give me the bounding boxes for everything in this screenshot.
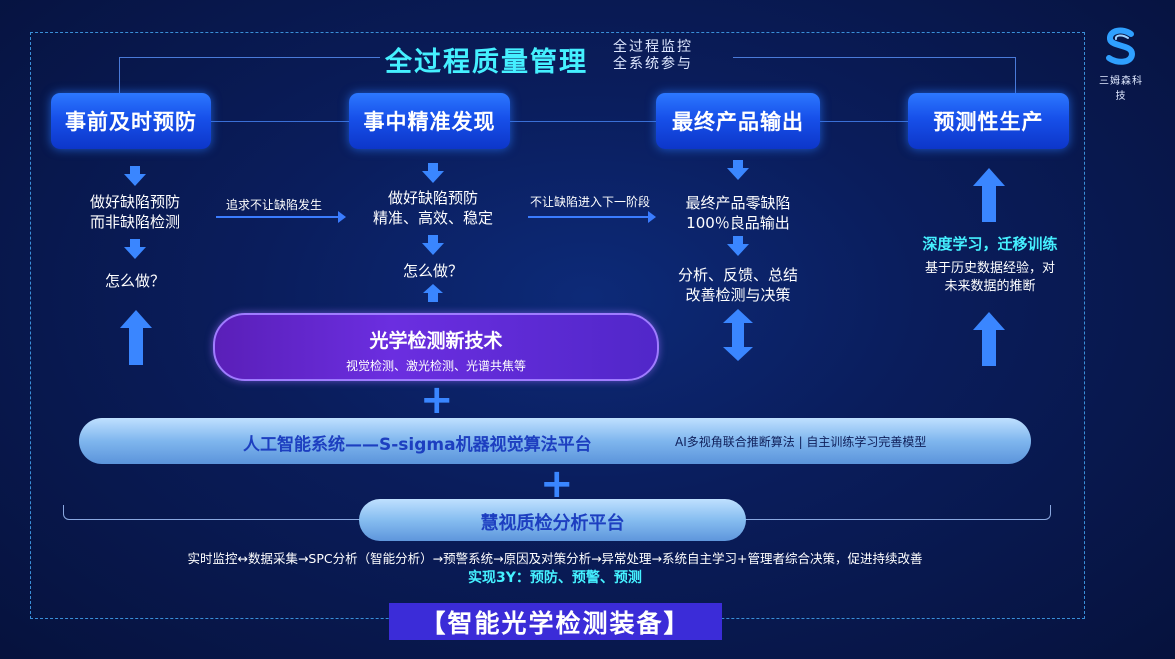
subtitle-line-1: 全过程监控 (613, 39, 693, 55)
down-arrow-icon (727, 160, 749, 180)
stage-predictive-label: 预测性生产 (933, 110, 1044, 134)
flow-text: 实时监控↔数据采集→SPC分析（智能分析）→预警系统→原因及对策分析→异常处理→… (187, 551, 923, 566)
col3-text-top: 最终产品零缺陷 100％良品输出 (653, 193, 823, 233)
right-arrow-icon (216, 211, 346, 223)
ai-subtitle: AI多视角联合推断算法 | 自主训练学习完善模型 (675, 435, 927, 449)
col4-highlight: 深度学习，迁移训练 (922, 235, 1058, 253)
down-arrow-icon (422, 163, 444, 183)
logo-s-icon (1106, 27, 1136, 65)
stage-connector-line (200, 121, 920, 122)
col4-text: 基于历史数据经验，对 未来数据的推断 (895, 260, 1085, 296)
up-arrow-icon (973, 312, 1005, 366)
bottom-banner: 【智能光学检测装备】 (389, 603, 722, 640)
quality-platform-pill: 慧视质检分析平台 (359, 499, 746, 541)
up-arrow-icon (973, 168, 1005, 222)
col3-text-bottom: 分析、反馈、总结 改善检测与决策 (653, 265, 823, 305)
subtitle-line-2: 全系统参与 (613, 56, 693, 72)
tech-subtitle: 视觉检测、激光检测、光谱共焦等 (345, 359, 526, 373)
ai-title: 人工智能系统——S-sigma机器视觉算法平台 (243, 435, 592, 455)
up-arrow-icon (423, 284, 443, 302)
company-logo: 三姆森科技 (1096, 26, 1146, 102)
col2-text: 做好缺陷预防 精准、高效、稳定 (353, 188, 513, 228)
down-arrow-icon (124, 239, 146, 259)
col1-how: 怎么做？ (104, 272, 165, 290)
stage-detection: 事中精准发现 (349, 93, 510, 149)
col1-text: 做好缺陷预防 而非缺陷检测 (60, 192, 210, 232)
double-arrow-icon (723, 309, 753, 361)
col1-line2: 而非缺陷检测 (89, 213, 180, 231)
optical-tech-pill: 光学检测新技术 视觉检测、激光检测、光谱共焦等 (213, 313, 659, 381)
down-arrow-icon (124, 166, 146, 186)
logo-text: 三姆森科技 (1099, 76, 1143, 102)
header-connector-right (733, 57, 1016, 94)
stage-predictive: 预测性生产 (908, 93, 1069, 149)
stage-detection-label: 事中精准发现 (363, 110, 496, 134)
col4-line2: 未来数据的推断 (944, 279, 1036, 294)
down-arrow-icon (727, 236, 749, 256)
title-subtitle: 全过程监控 全系统参与 (613, 39, 693, 73)
up-arrow-icon (120, 310, 152, 365)
arrow2-label: 不让缺陷进入下一阶段 (530, 195, 651, 209)
bottom-banner-text: 【智能光学检测装备】 (420, 608, 691, 638)
col3-line2: 100％良品输出 (686, 214, 790, 232)
col4-line1: 基于历史数据经验，对 (924, 261, 1055, 276)
ai-system-bar: 人工智能系统——S-sigma机器视觉算法平台 AI多视角联合推断算法 | 自主… (79, 418, 1031, 464)
plus-icon: + (540, 461, 574, 507)
right-arrow-icon (528, 211, 656, 223)
tech-title: 光学检测新技术 (369, 330, 503, 352)
col2-how: 怎么做？ (402, 262, 463, 280)
col3-line4: 改善检测与决策 (685, 286, 791, 304)
down-arrow-icon (422, 235, 444, 255)
plus-icon: + (420, 377, 454, 423)
stage-prevention-label: 事前及时预防 (65, 110, 197, 134)
arrow1-label: 追求不让缺陷发生 (226, 198, 323, 212)
stage-output: 最终产品输出 (656, 93, 820, 149)
col1-line1: 做好缺陷预防 (89, 193, 180, 211)
hq-title: 慧视质检分析平台 (480, 513, 625, 534)
col2-line2: 精准、高效、稳定 (372, 209, 493, 227)
header-connector-left (119, 57, 380, 94)
stage-prevention: 事前及时预防 (51, 93, 211, 149)
col2-line1: 做好缺陷预防 (387, 189, 478, 207)
stage-output-label: 最终产品输出 (672, 110, 804, 134)
page-title: 全过程质量管理 (385, 47, 588, 78)
flow-highlight: 实现3Y：预防、预警、预测 (468, 570, 642, 586)
col3-line1: 最终产品零缺陷 (685, 194, 791, 212)
col3-line3: 分析、反馈、总结 (677, 266, 798, 284)
